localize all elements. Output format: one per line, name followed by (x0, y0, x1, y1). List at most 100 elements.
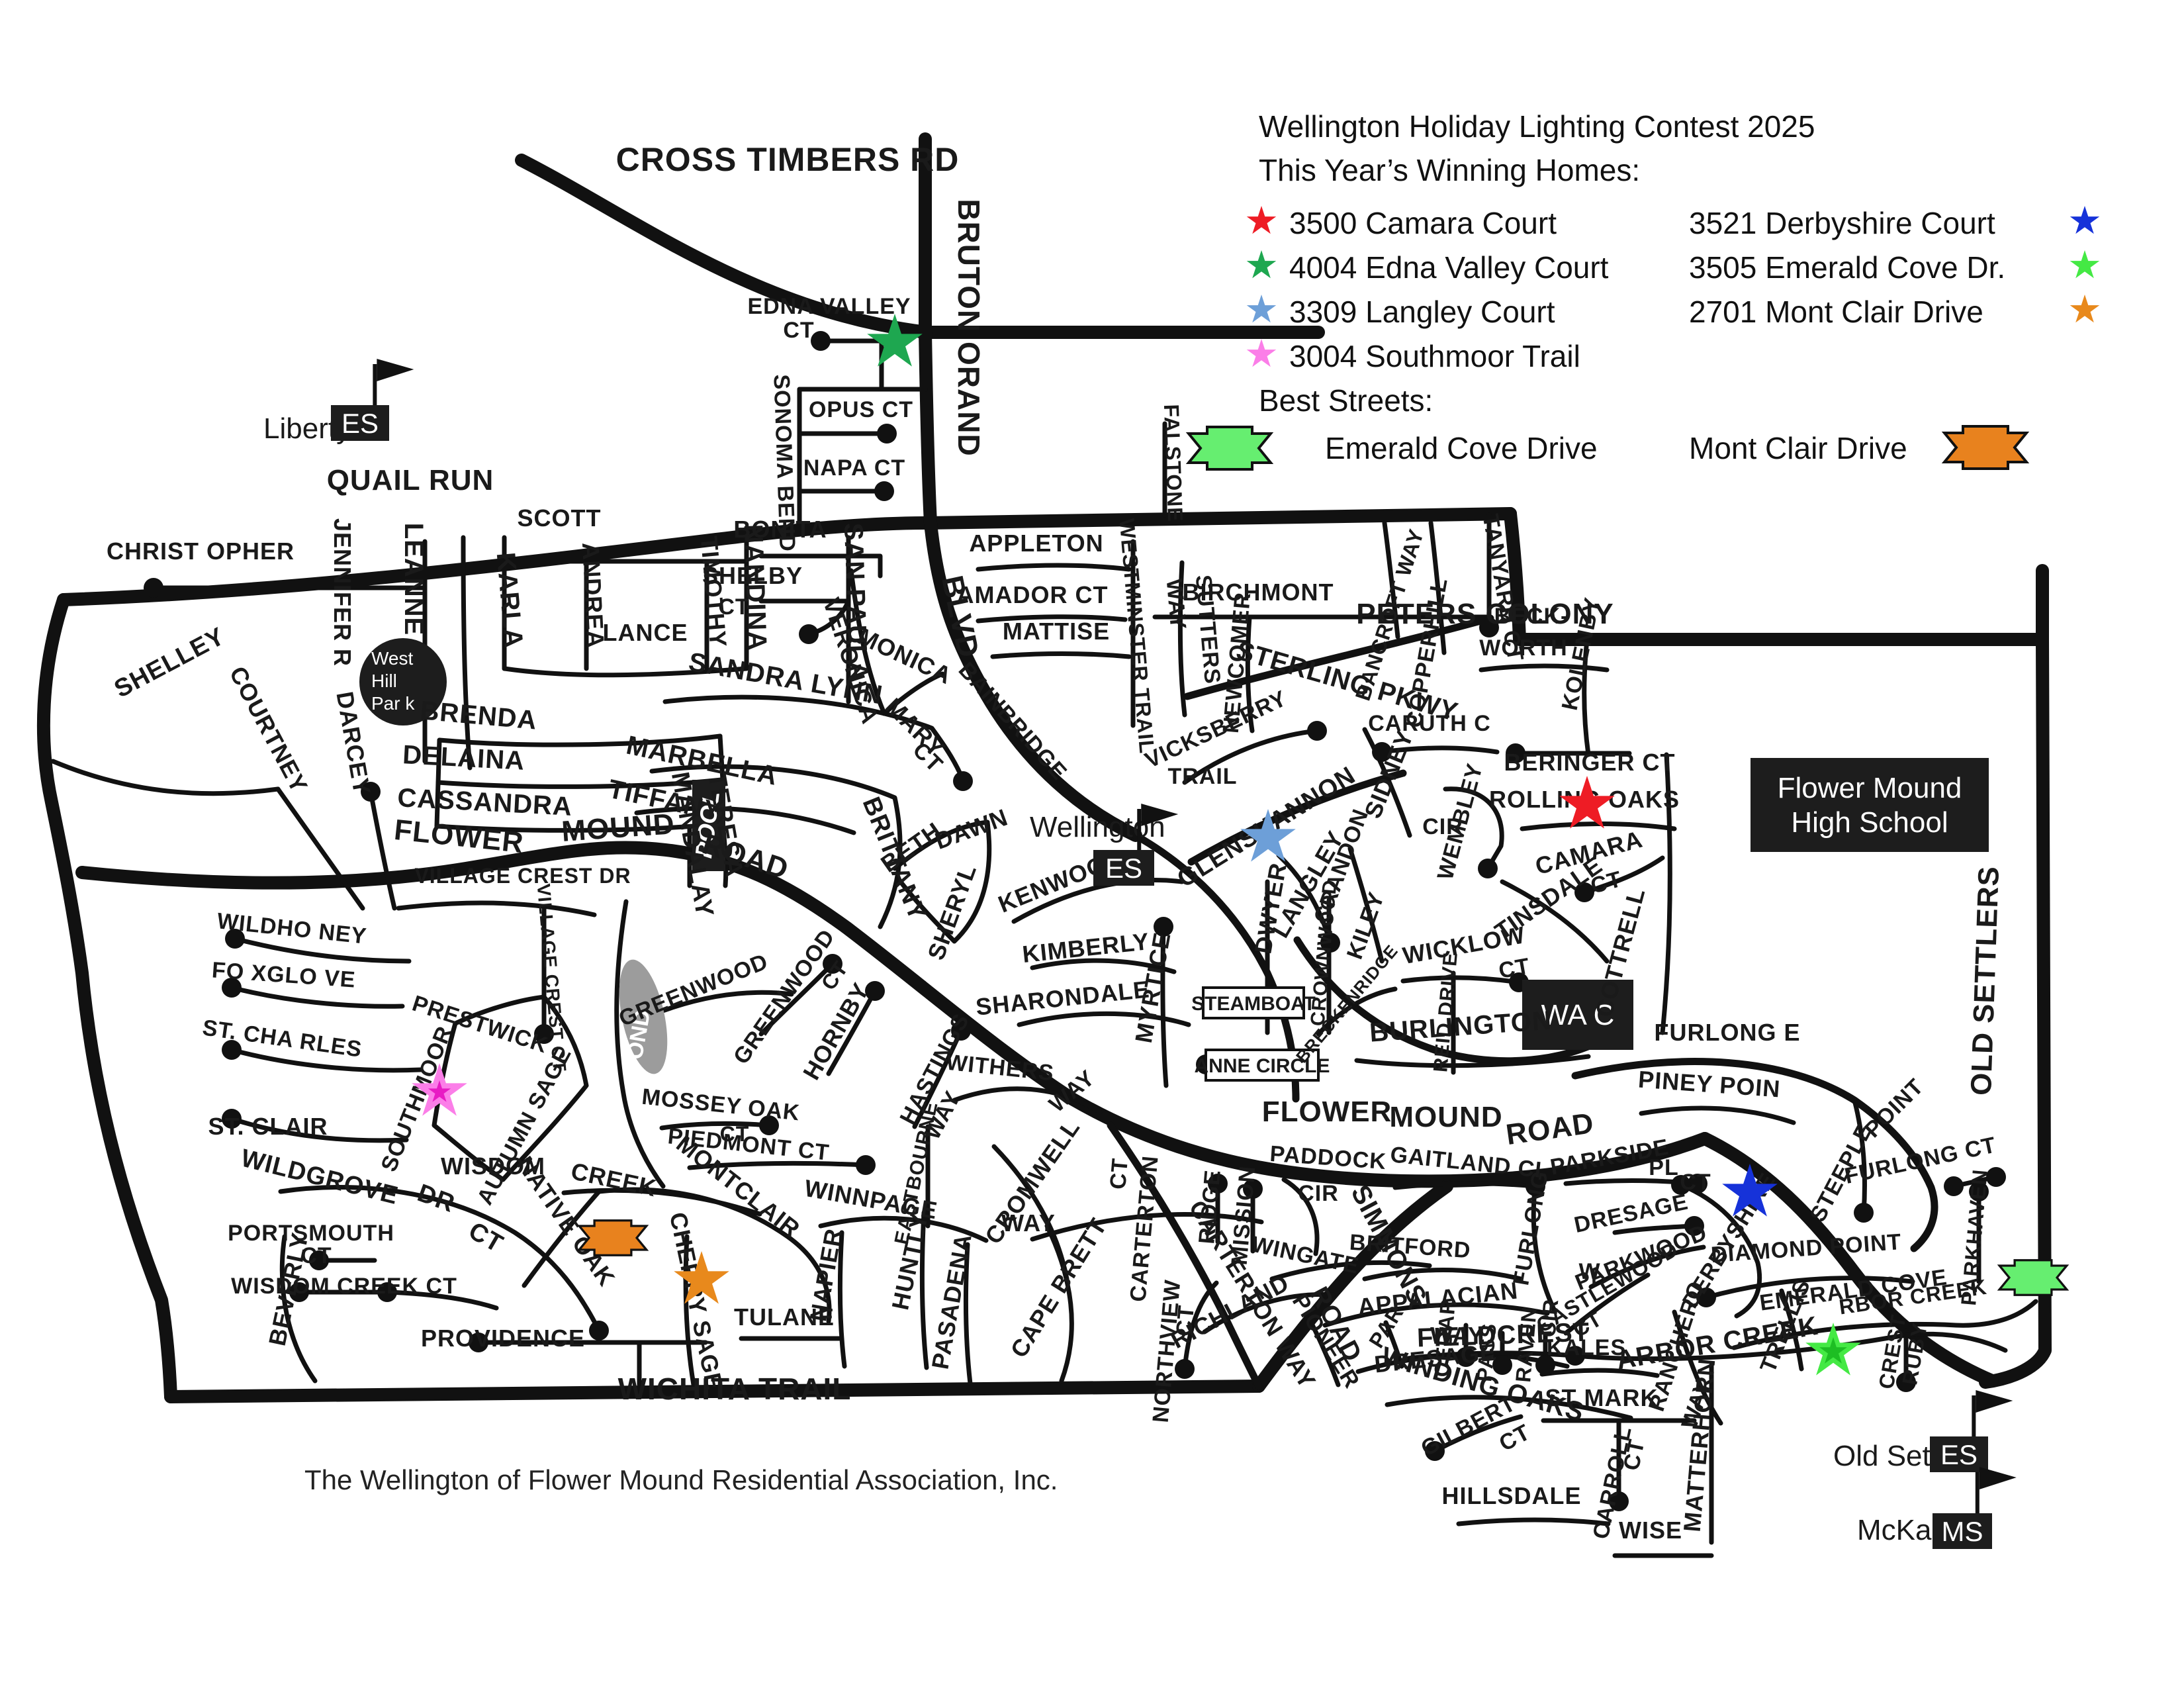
street-label: BRUTON ORAND (952, 199, 986, 456)
winner-star-icon: ★ (2068, 244, 2102, 287)
street-label: DELAINA (402, 740, 525, 776)
street-label: SCOTT (518, 504, 602, 532)
pond-shape (619, 959, 668, 1074)
landmark-box (1522, 980, 1633, 1050)
street-label: CT (300, 1243, 332, 1268)
street-label: CIR (1536, 1298, 1563, 1338)
street-label: SONOMA BEND (768, 374, 799, 553)
street-label: WORTH (1479, 635, 1567, 661)
street-label: HILLSDALE (1442, 1482, 1582, 1509)
street-label: ROAD (1504, 1107, 1596, 1151)
street-label: TIMOTHY (696, 535, 733, 649)
edna-valley-winner-star-icon (867, 314, 923, 367)
street-label: AMADOR CT (957, 581, 1109, 608)
flag-icon (1979, 1467, 2017, 1489)
street-label: FLOWER (1262, 1096, 1392, 1128)
street-label: TULANE (734, 1303, 835, 1331)
street-label: FURLONG E (1655, 1019, 1801, 1046)
flag-pole-icon (1972, 1395, 1976, 1436)
legend-subtitle: This Year’s Winning Homes: (1259, 153, 1641, 187)
street-label: SAN PAULA (839, 522, 873, 682)
cul-de-sac-dots (144, 331, 2006, 1511)
winner-entry: 4004 Edna Valley Court (1289, 250, 1609, 285)
street-label: QUAIL RUN (327, 464, 494, 496)
landmark-label: WA C (1541, 999, 1615, 1031)
boxed-street-label (1205, 1049, 1320, 1082)
street-label: CT (720, 1122, 750, 1146)
street-label: WISDOM CREEK CT (231, 1274, 457, 1299)
street-label: BIRCHMONT (1183, 579, 1334, 606)
street-label: CT (1496, 953, 1531, 984)
street-label: TRAIL (1167, 764, 1237, 789)
school-badge-label: MS (1942, 1516, 1983, 1547)
street-label: STEAMBOAT (1191, 993, 1316, 1015)
winner-star-icon: ★ (1244, 199, 1279, 242)
street-label: FALSTONE (1160, 404, 1187, 522)
street-label: BONITA (733, 516, 827, 543)
winner-star-icon: ★ (2068, 199, 2102, 242)
street-label: EDNA VALLEY (747, 294, 911, 319)
street-label: CT (1680, 1170, 1711, 1195)
flag-icon (377, 359, 414, 381)
street-label: CREEK (569, 1157, 659, 1201)
street-label: PROVIDENCE (421, 1325, 585, 1352)
street-label: ANNE CIRCLE (1194, 1055, 1330, 1077)
winner-entry: 3004 Southmoor Trail (1289, 339, 1580, 373)
winner-star-icon: ★ (1244, 332, 1279, 375)
street-label: WAY (1161, 578, 1191, 631)
street-label: CIR (1298, 1181, 1339, 1206)
park-label: Hill (371, 671, 397, 691)
langley-winner-star-icon (1240, 809, 1296, 862)
street-label: WAY (1001, 1209, 1056, 1237)
best-street-emerald-map-ribbon-icon (1997, 1259, 2070, 1296)
street-label: SHELBY (702, 562, 803, 589)
camara-winner-star-icon (1559, 776, 1615, 829)
street-label: WISDOM (441, 1152, 545, 1180)
street-label: OPUS CT (809, 397, 913, 422)
flag-icon (1976, 1390, 2013, 1413)
street-label: CT (783, 318, 814, 343)
landmark-label: High School (1791, 806, 1948, 839)
street-label: KALES (1547, 1335, 1626, 1360)
street-label: NANDINA (739, 524, 772, 651)
street-label: NAPA CT (803, 455, 905, 481)
best-streets-heading: Best Streets: (1259, 383, 1433, 418)
street-label: CROSS TIMBERS RD (616, 141, 960, 178)
street-label: WAY (1430, 1322, 1484, 1349)
street-label: ST MARK (1545, 1384, 1659, 1411)
street-label: MOUND (561, 808, 676, 848)
street-label: PINEY POIN (1637, 1066, 1782, 1103)
street-label: CHRIST OPHER (107, 538, 295, 565)
street-label: MATTERHORN (1678, 1357, 1721, 1533)
street-label: W (1578, 1259, 1600, 1284)
best-street-emerald-legend-ribbon-icon (1185, 426, 1274, 471)
street-label: SHELLEY (110, 622, 230, 704)
street-label: PORTSMOUTH (228, 1221, 394, 1246)
legend: Wellington Holiday Lighting Contest 2025… (1239, 111, 2179, 508)
street-label: MOSSEY OAK (641, 1084, 801, 1126)
street-label: WITHERS (945, 1050, 1056, 1086)
winner-entry: 3521 Derbyshire Court (1689, 206, 1995, 240)
flag-pole-icon (1975, 1472, 1979, 1513)
west-hill-park (359, 638, 447, 726)
street-label: PETERS COLONY (1356, 598, 1614, 630)
street-label: VICKSBERRY (1141, 686, 1291, 773)
street-label: CIR (1422, 814, 1463, 839)
school-badge-label: ES (1105, 853, 1142, 884)
winner-star-icon: ★ (2068, 288, 2102, 331)
winner-entry: 3309 Langley Court (1289, 295, 1555, 329)
street-label: WILDGROVE (238, 1145, 401, 1211)
street-label: CT (718, 594, 749, 620)
street-label: BRENDA (419, 696, 538, 735)
best-street-entry: Emerald Cove Drive (1325, 431, 1598, 465)
street-label: PASS (1472, 1322, 1501, 1383)
school-badge (1930, 1436, 1988, 1472)
best-street-entry: Mont Clair Drive (1689, 431, 1907, 465)
best-street-montclair-map-ribbon-icon (576, 1219, 649, 1256)
street-label: LANCE (603, 619, 688, 646)
boxed-street-label (1202, 986, 1305, 1019)
street-label: BECK- (1494, 604, 1569, 629)
landmark-label: Flower Mound (1778, 772, 1962, 804)
school-badge-label: ES (1940, 1439, 1978, 1470)
